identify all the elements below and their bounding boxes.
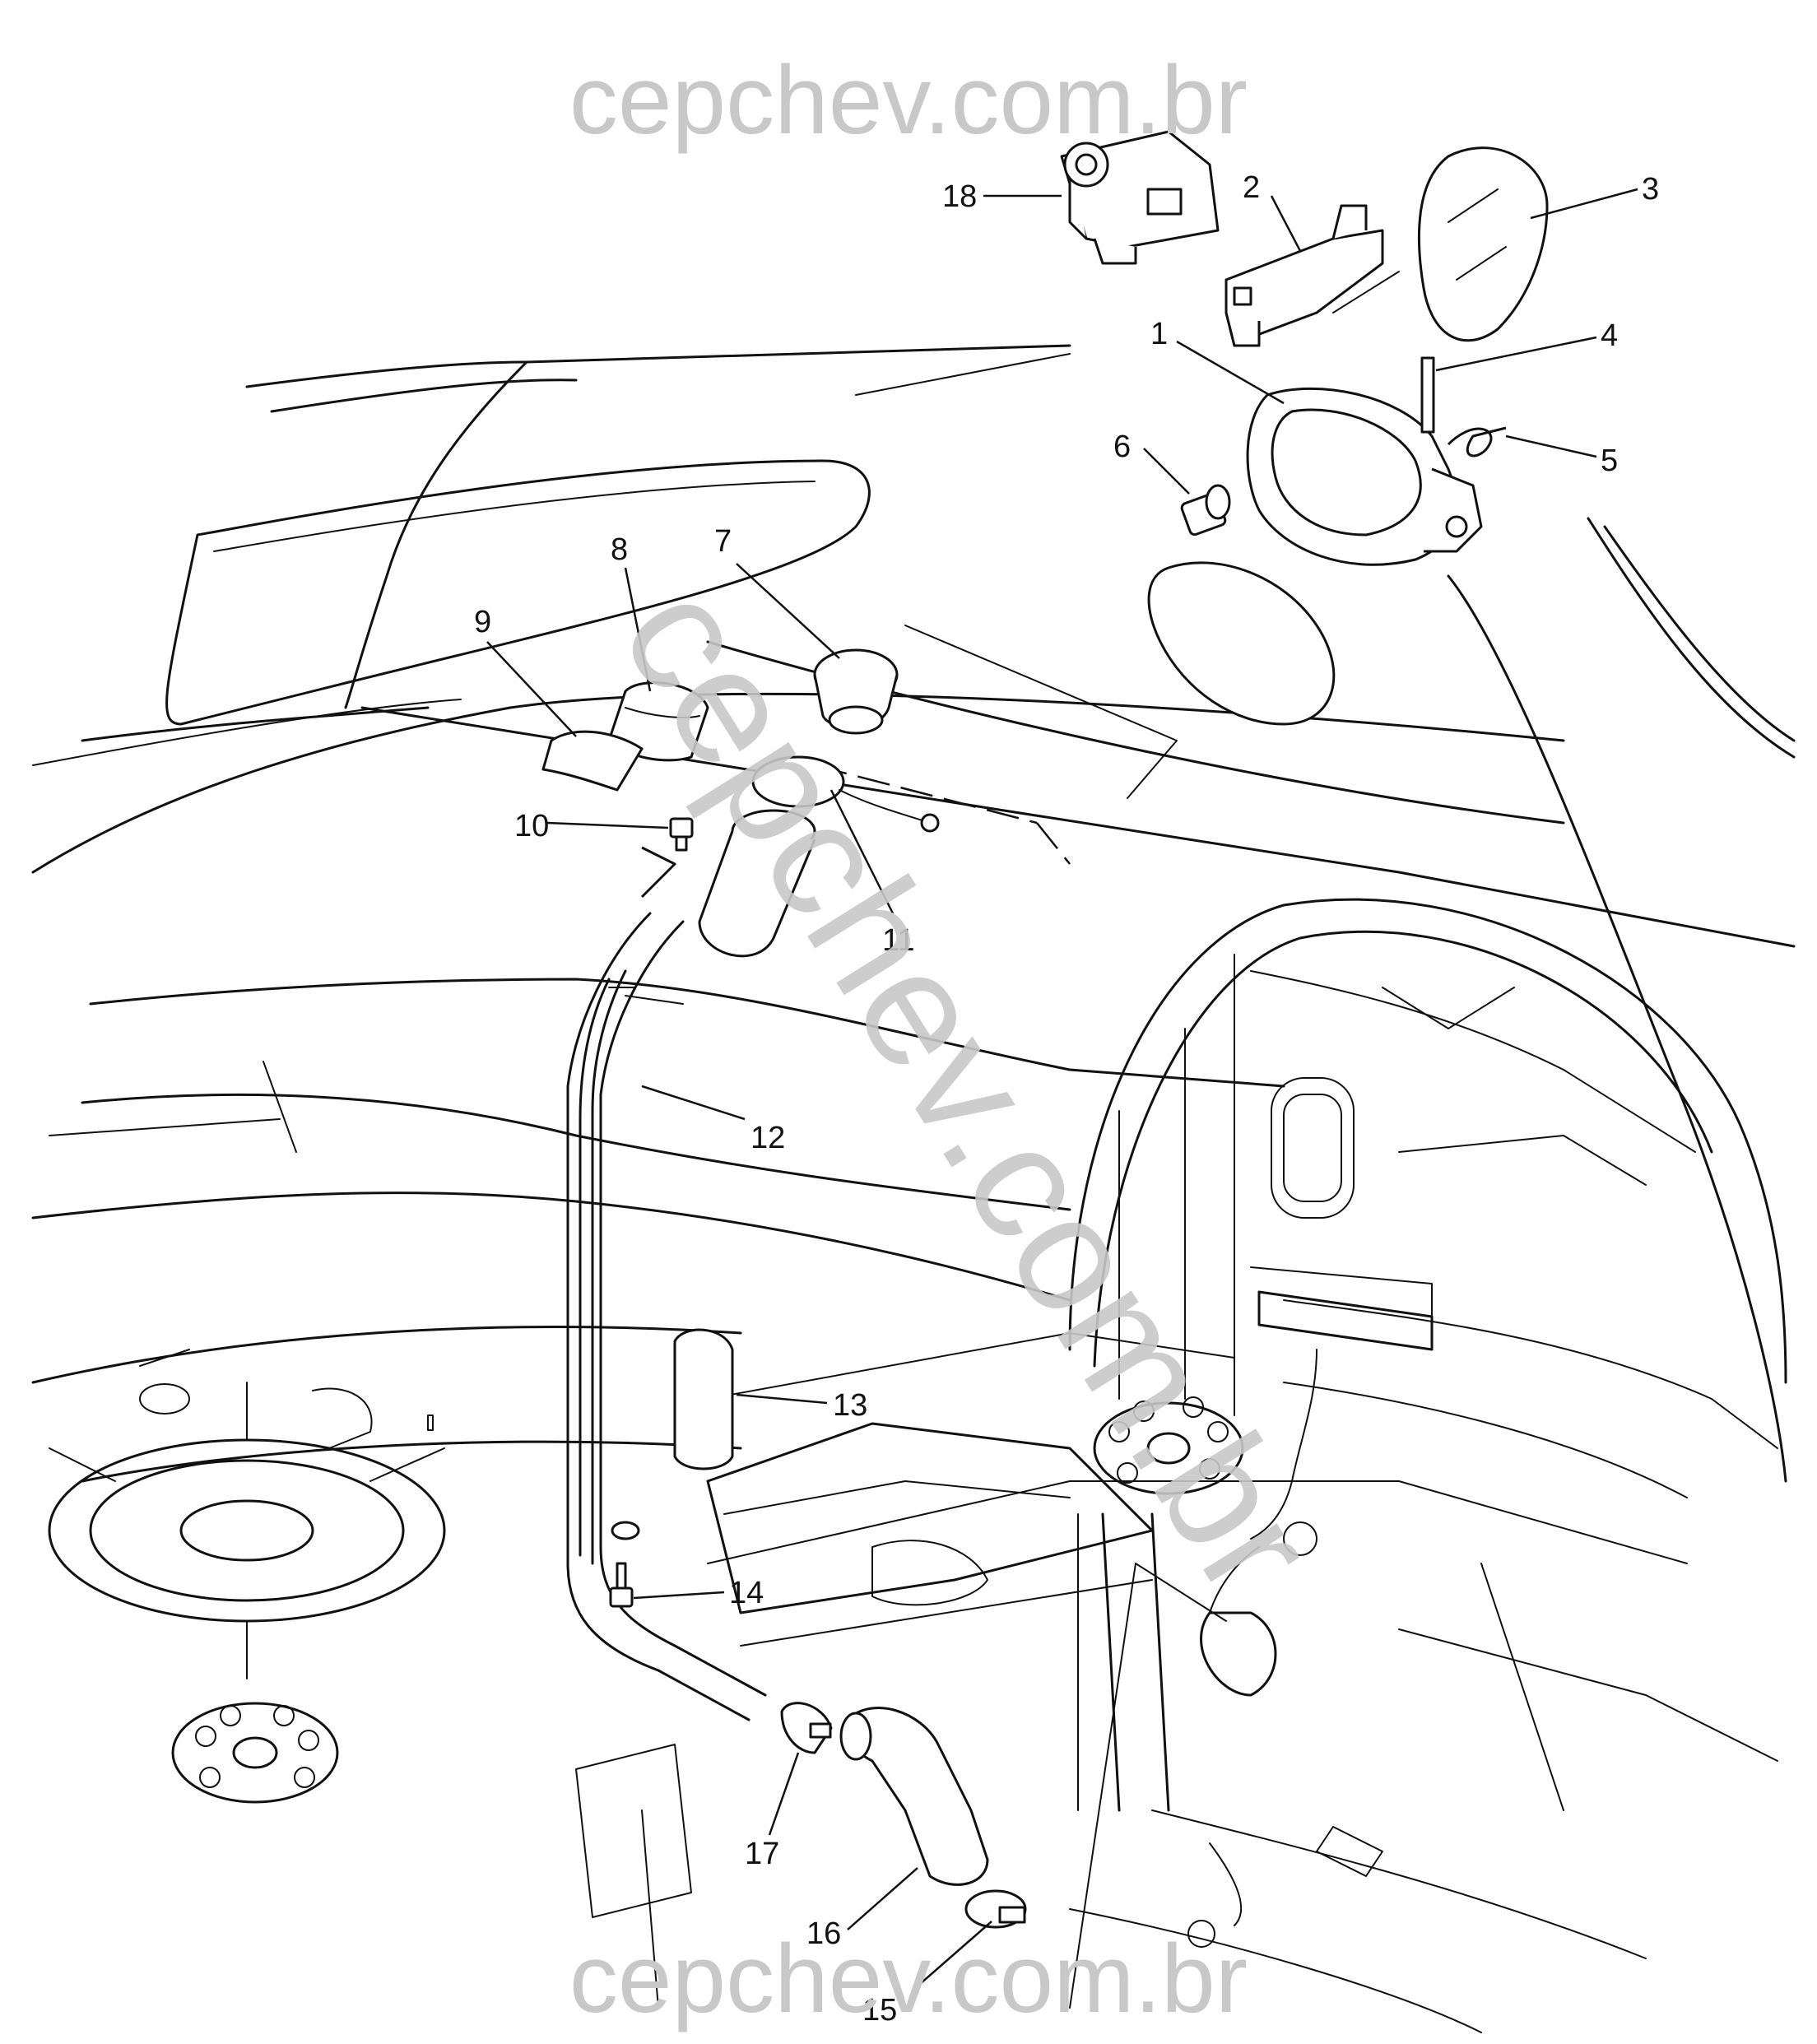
callout-3: 3 [1642, 172, 1659, 207]
part-cap-tether [751, 755, 940, 833]
part-fuel-cap [813, 648, 899, 735]
callout-10: 10 [514, 809, 549, 843]
callout-13: 13 [833, 1388, 867, 1423]
part-fuel-fill-pipe [566, 912, 767, 1721]
part-fuel-door [1417, 146, 1549, 342]
part-fuel-filler-pocket [1246, 387, 1483, 566]
part-filler-bolt [669, 817, 694, 852]
callout-2: 2 [1243, 170, 1260, 205]
callout-12: 12 [750, 1121, 785, 1155]
part-plug [1180, 484, 1231, 537]
leader-lines [486, 188, 1638, 1991]
callout-8: 8 [611, 532, 628, 567]
part-pipe-bracket [673, 1328, 734, 1470]
vehicle-body-linework [31, 344, 1796, 2033]
watermark-bottom: cepchev.com.br [569, 1925, 1248, 2033]
watermark-top: cepchev.com.br [569, 46, 1248, 155]
callout-14: 14 [729, 1576, 764, 1610]
callout-17: 17 [745, 1837, 779, 1871]
callout-11: 11 [882, 923, 914, 958]
part-hinge-spring [1447, 426, 1507, 458]
callout-7: 7 [714, 524, 732, 559]
callout-16: 16 [806, 1916, 841, 1951]
callout-5: 5 [1601, 444, 1618, 478]
part-fuel-hose [839, 1707, 989, 1886]
callout-15: 15 [862, 1993, 897, 2028]
part-filler-bezel [541, 730, 644, 792]
part-hose-clamp-lower [964, 1889, 1027, 1929]
callout-18: 18 [942, 179, 977, 214]
callout-9: 9 [474, 605, 491, 639]
part-hose-clamp-upper [780, 1702, 833, 1754]
part-fuel-door-hinge [1224, 204, 1400, 347]
callout-1: 1 [1150, 317, 1168, 351]
part-filler-neck [640, 809, 816, 958]
part-hinge-pin [1420, 356, 1435, 434]
callout-labels: 1 2 3 4 5 6 7 8 9 10 11 12 13 14 15 16 1… [474, 170, 1659, 2028]
callout-6: 6 [1113, 430, 1131, 464]
part-fuel-door-actuator [1060, 130, 1220, 265]
part-pipe-bolt [609, 1521, 640, 1608]
fuel-filler-parts [541, 130, 1549, 1929]
callout-4: 4 [1601, 318, 1618, 353]
